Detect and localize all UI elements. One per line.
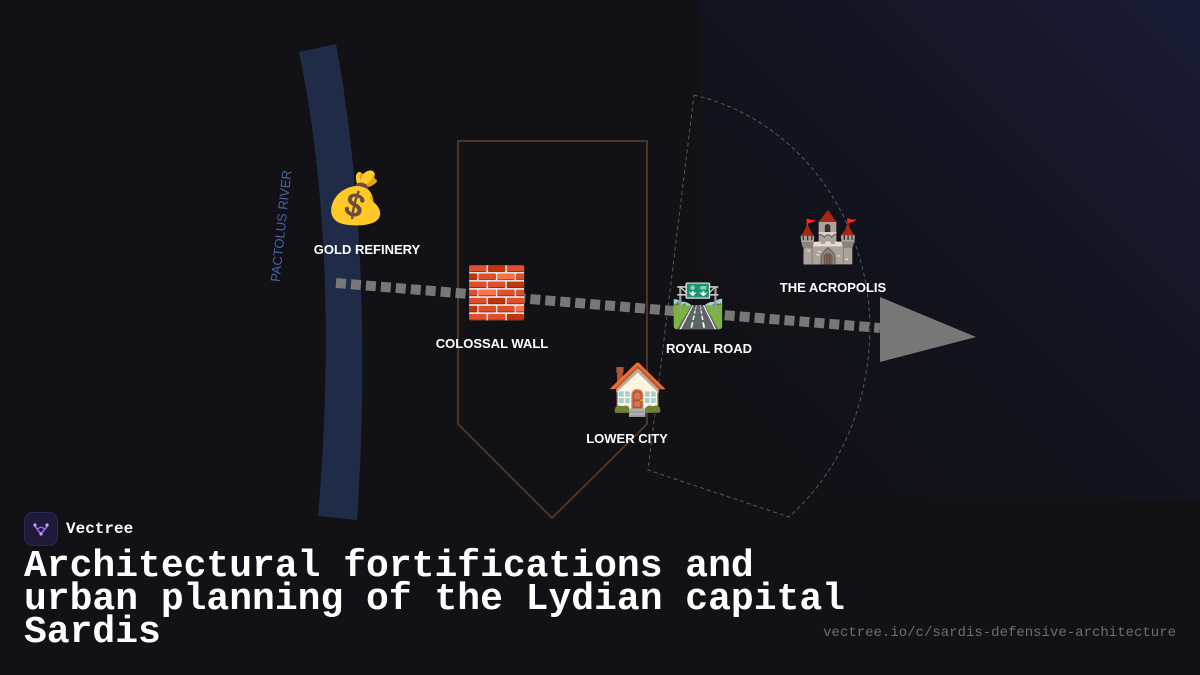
title-line: urban planning of the Lydian capital	[24, 578, 845, 621]
colossal-wall-label: COLOSSAL WALL	[435, 336, 549, 351]
arrowhead	[880, 297, 976, 362]
royal-road-label: ROYAL ROAD	[666, 341, 752, 356]
title-line: Sardis	[24, 611, 161, 654]
brand-name: Vectree	[66, 520, 134, 538]
brand[interactable]: Vectree	[24, 512, 133, 546]
background-glow	[700, 0, 1200, 500]
brick-icon: 🧱	[465, 264, 529, 322]
colossal-wall-outline	[457, 140, 648, 520]
source-url[interactable]: vectree.io/c/sardis-defensive-architectu…	[823, 625, 1176, 641]
vectree-logo-icon	[24, 512, 58, 546]
lower-city-label: LOWER CITY	[586, 431, 668, 446]
gold-refinery-label: GOLD REFINERY	[313, 242, 421, 257]
page-title: Architectural fortifications and urban p…	[24, 545, 884, 654]
acropolis-boundary	[647, 94, 871, 518]
the-acropolis-label: THE ACROPOLIS	[779, 280, 887, 295]
motorway-icon: 🛣️	[670, 280, 726, 331]
pactolus-river	[299, 44, 363, 520]
title-line: Architectural fortifications and	[24, 545, 754, 588]
house-icon: 🏠	[606, 360, 670, 418]
royal-road-path	[335, 278, 881, 333]
money-bag-icon: 💰	[324, 169, 388, 227]
castle-icon: 🏰	[796, 208, 860, 266]
